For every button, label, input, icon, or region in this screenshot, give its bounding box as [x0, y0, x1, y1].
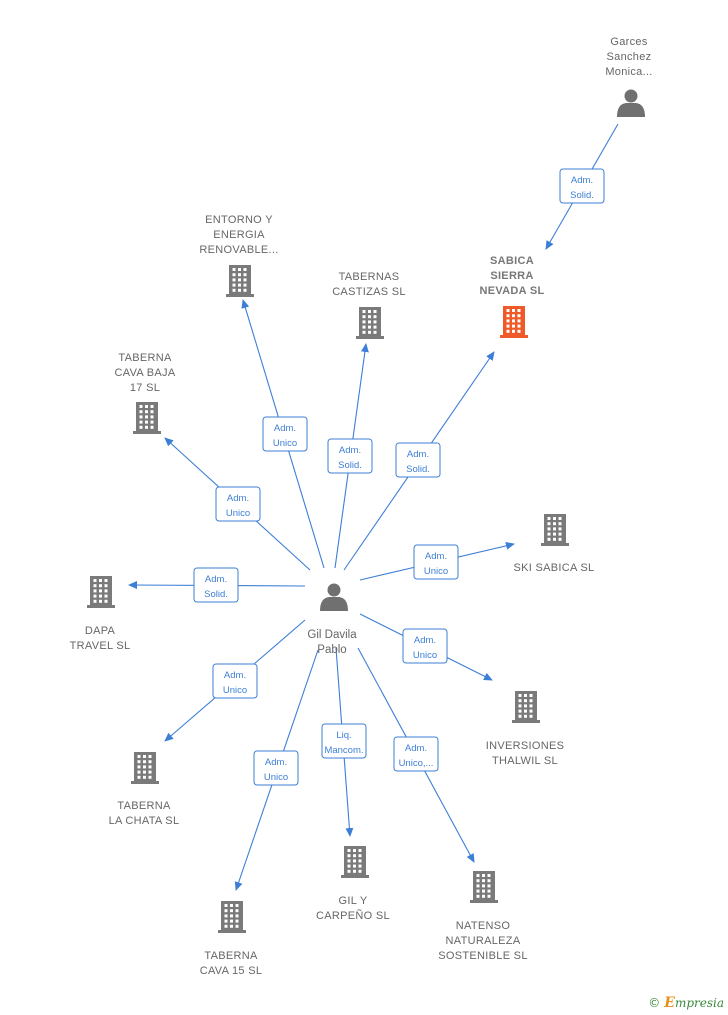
company-node-taberna-cava-baja[interactable]: TABERNA CAVA BAJA 17 SL: [115, 352, 176, 434]
building-icon: [470, 871, 498, 903]
building-icon: [87, 576, 115, 608]
role-badge-text: Adm.: [265, 757, 287, 768]
company-node-la-chata[interactable]: TABERNA LA CHATA SL: [109, 752, 180, 827]
empresia-watermark: ©Empresia: [648, 995, 724, 1011]
role-badge-text: Mancom.: [324, 745, 363, 756]
role-badge-sabica[interactable]: Adm. Solid.: [559, 168, 605, 204]
company-node-entorno[interactable]: ENTORNO Y ENERGIA RENOVABLE...: [199, 214, 278, 297]
building-icon: [512, 691, 540, 723]
company-node-cava15[interactable]: TABERNA CAVA 15 SL: [200, 901, 263, 977]
person-node-top[interactable]: GarcesSanchezMonica...: [605, 36, 652, 117]
company-node-dapa[interactable]: DAPA TRAVEL SL: [70, 576, 131, 652]
role-badge-text: Adm.: [339, 445, 361, 456]
company-label-line: TABERNA: [204, 950, 258, 962]
role-badge-sabica[interactable]: Adm. Solid.: [395, 442, 441, 478]
role-badge-natenso[interactable]: Adm. Unico,...: [393, 736, 439, 772]
person-label-line: Garces: [610, 36, 647, 48]
company-label-line: SKI SABICA SL: [514, 562, 595, 574]
company-label-line: GIL Y: [338, 895, 367, 907]
role-badge-text: Liq.: [336, 730, 351, 741]
company-label-line: NEVADA SL: [479, 285, 544, 297]
building-icon: [133, 402, 161, 434]
role-badge-dapa[interactable]: Adm. Solid.: [193, 567, 239, 603]
company-label-line: CARPEÑO SL: [316, 909, 390, 922]
person-label-line: Sanchez: [607, 51, 652, 63]
company-label-line: TABERNA: [117, 800, 171, 812]
company-label-line: DAPA: [85, 625, 116, 637]
company-label-line: 17 SL: [130, 382, 160, 394]
role-badge-text: Adm.: [205, 574, 227, 585]
company-node-ski-sabica[interactable]: SKI SABICA SL: [514, 514, 595, 574]
role-badge-ski-sabica[interactable]: Adm. Unico: [413, 544, 459, 580]
role-badge-text: Unico: [413, 650, 437, 661]
company-label-line: NATURALEZA: [446, 935, 521, 947]
role-badge-cava15[interactable]: Adm. Unico: [253, 750, 299, 786]
role-badge-tabernas-castizas[interactable]: Adm. Solid.: [327, 438, 373, 474]
role-badge-text: Solid.: [338, 460, 362, 471]
role-badge-text: Solid.: [406, 464, 430, 475]
building-icon: [541, 514, 569, 546]
building-icon: [226, 265, 254, 297]
watermark-initial: E: [664, 995, 675, 1011]
company-label-line: THALWIL SL: [492, 755, 558, 767]
role-badge-text: Solid.: [204, 589, 228, 600]
company-label-line: TRAVEL SL: [70, 640, 131, 652]
role-badge-text: Solid.: [570, 190, 594, 201]
building-icon: [131, 752, 159, 784]
role-badge-text: Unico: [223, 685, 247, 696]
role-badge-text: Unico: [264, 772, 288, 783]
person-icon: [617, 89, 645, 117]
person-label-line: Gil Davila: [307, 629, 357, 641]
company-node-inversiones[interactable]: INVERSIONES THALWIL SL: [486, 691, 565, 767]
company-label-line: NATENSO: [456, 920, 511, 932]
company-label-line: SOSTENIBLE SL: [438, 950, 528, 962]
role-badge-text: Unico: [424, 566, 448, 577]
watermark-brand: mpresia: [674, 996, 724, 1010]
role-badge-entorno[interactable]: Adm. Unico: [262, 416, 308, 452]
person-icon: [320, 583, 348, 611]
company-label-line: ENERGIA: [213, 229, 265, 241]
role-badge-text: Adm.: [227, 493, 249, 504]
building-icon: [356, 307, 384, 339]
role-badge-text: Adm.: [274, 423, 296, 434]
role-badge-gil-carpeno[interactable]: Liq. Mancom.: [321, 723, 367, 759]
company-label-line: TABERNAS: [339, 271, 400, 283]
building-icon: [218, 901, 246, 933]
company-node-gil-carpeno[interactable]: GIL Y CARPEÑO SL: [316, 846, 390, 922]
role-badge-la-chata[interactable]: Adm. Unico: [212, 663, 258, 699]
company-label-line: ENTORNO Y: [205, 214, 273, 226]
role-badge-text: Unico,...: [399, 758, 434, 769]
role-badge-text: Unico: [273, 438, 297, 449]
role-badge-text: Adm.: [224, 670, 246, 681]
company-label-line: CAVA 15 SL: [200, 965, 263, 977]
company-label-line: SABICA: [490, 255, 534, 267]
role-badge-text: Adm.: [414, 635, 436, 646]
role-badge-text: Adm.: [571, 175, 593, 186]
role-badge-text: Adm.: [407, 449, 429, 460]
company-label-line: RENOVABLE...: [199, 244, 278, 256]
company-node-natenso[interactable]: NATENSO NATURALEZA SOSTENIBLE SL: [438, 871, 528, 962]
company-label-line: INVERSIONES: [486, 740, 565, 752]
company-label-line: SIERRA: [490, 270, 533, 282]
company-label-line: TABERNA: [118, 352, 172, 364]
role-badge-taberna-cava-baja[interactable]: Adm. Unico: [215, 486, 261, 522]
person-label-line: Pablo: [317, 644, 346, 656]
role-badge-inversiones[interactable]: Adm. Unico: [402, 628, 448, 664]
company-node-tabernas-castizas[interactable]: TABERNAS CASTIZAS SL: [332, 271, 406, 339]
company-label-line: LA CHATA SL: [109, 815, 180, 827]
company-node-sabica[interactable]: SABICA SIERRA NEVADA SL: [479, 255, 544, 338]
role-badge-text: Unico: [226, 508, 250, 519]
copyright-symbol: ©: [648, 996, 661, 1010]
building-icon: [500, 306, 528, 338]
role-badge-text: Adm.: [405, 743, 427, 754]
person-label-line: Monica...: [605, 66, 652, 78]
company-label-line: CASTIZAS SL: [332, 286, 406, 298]
company-label-line: CAVA BAJA: [115, 367, 176, 379]
role-badge-text: Adm.: [425, 551, 447, 562]
building-icon: [341, 846, 369, 878]
